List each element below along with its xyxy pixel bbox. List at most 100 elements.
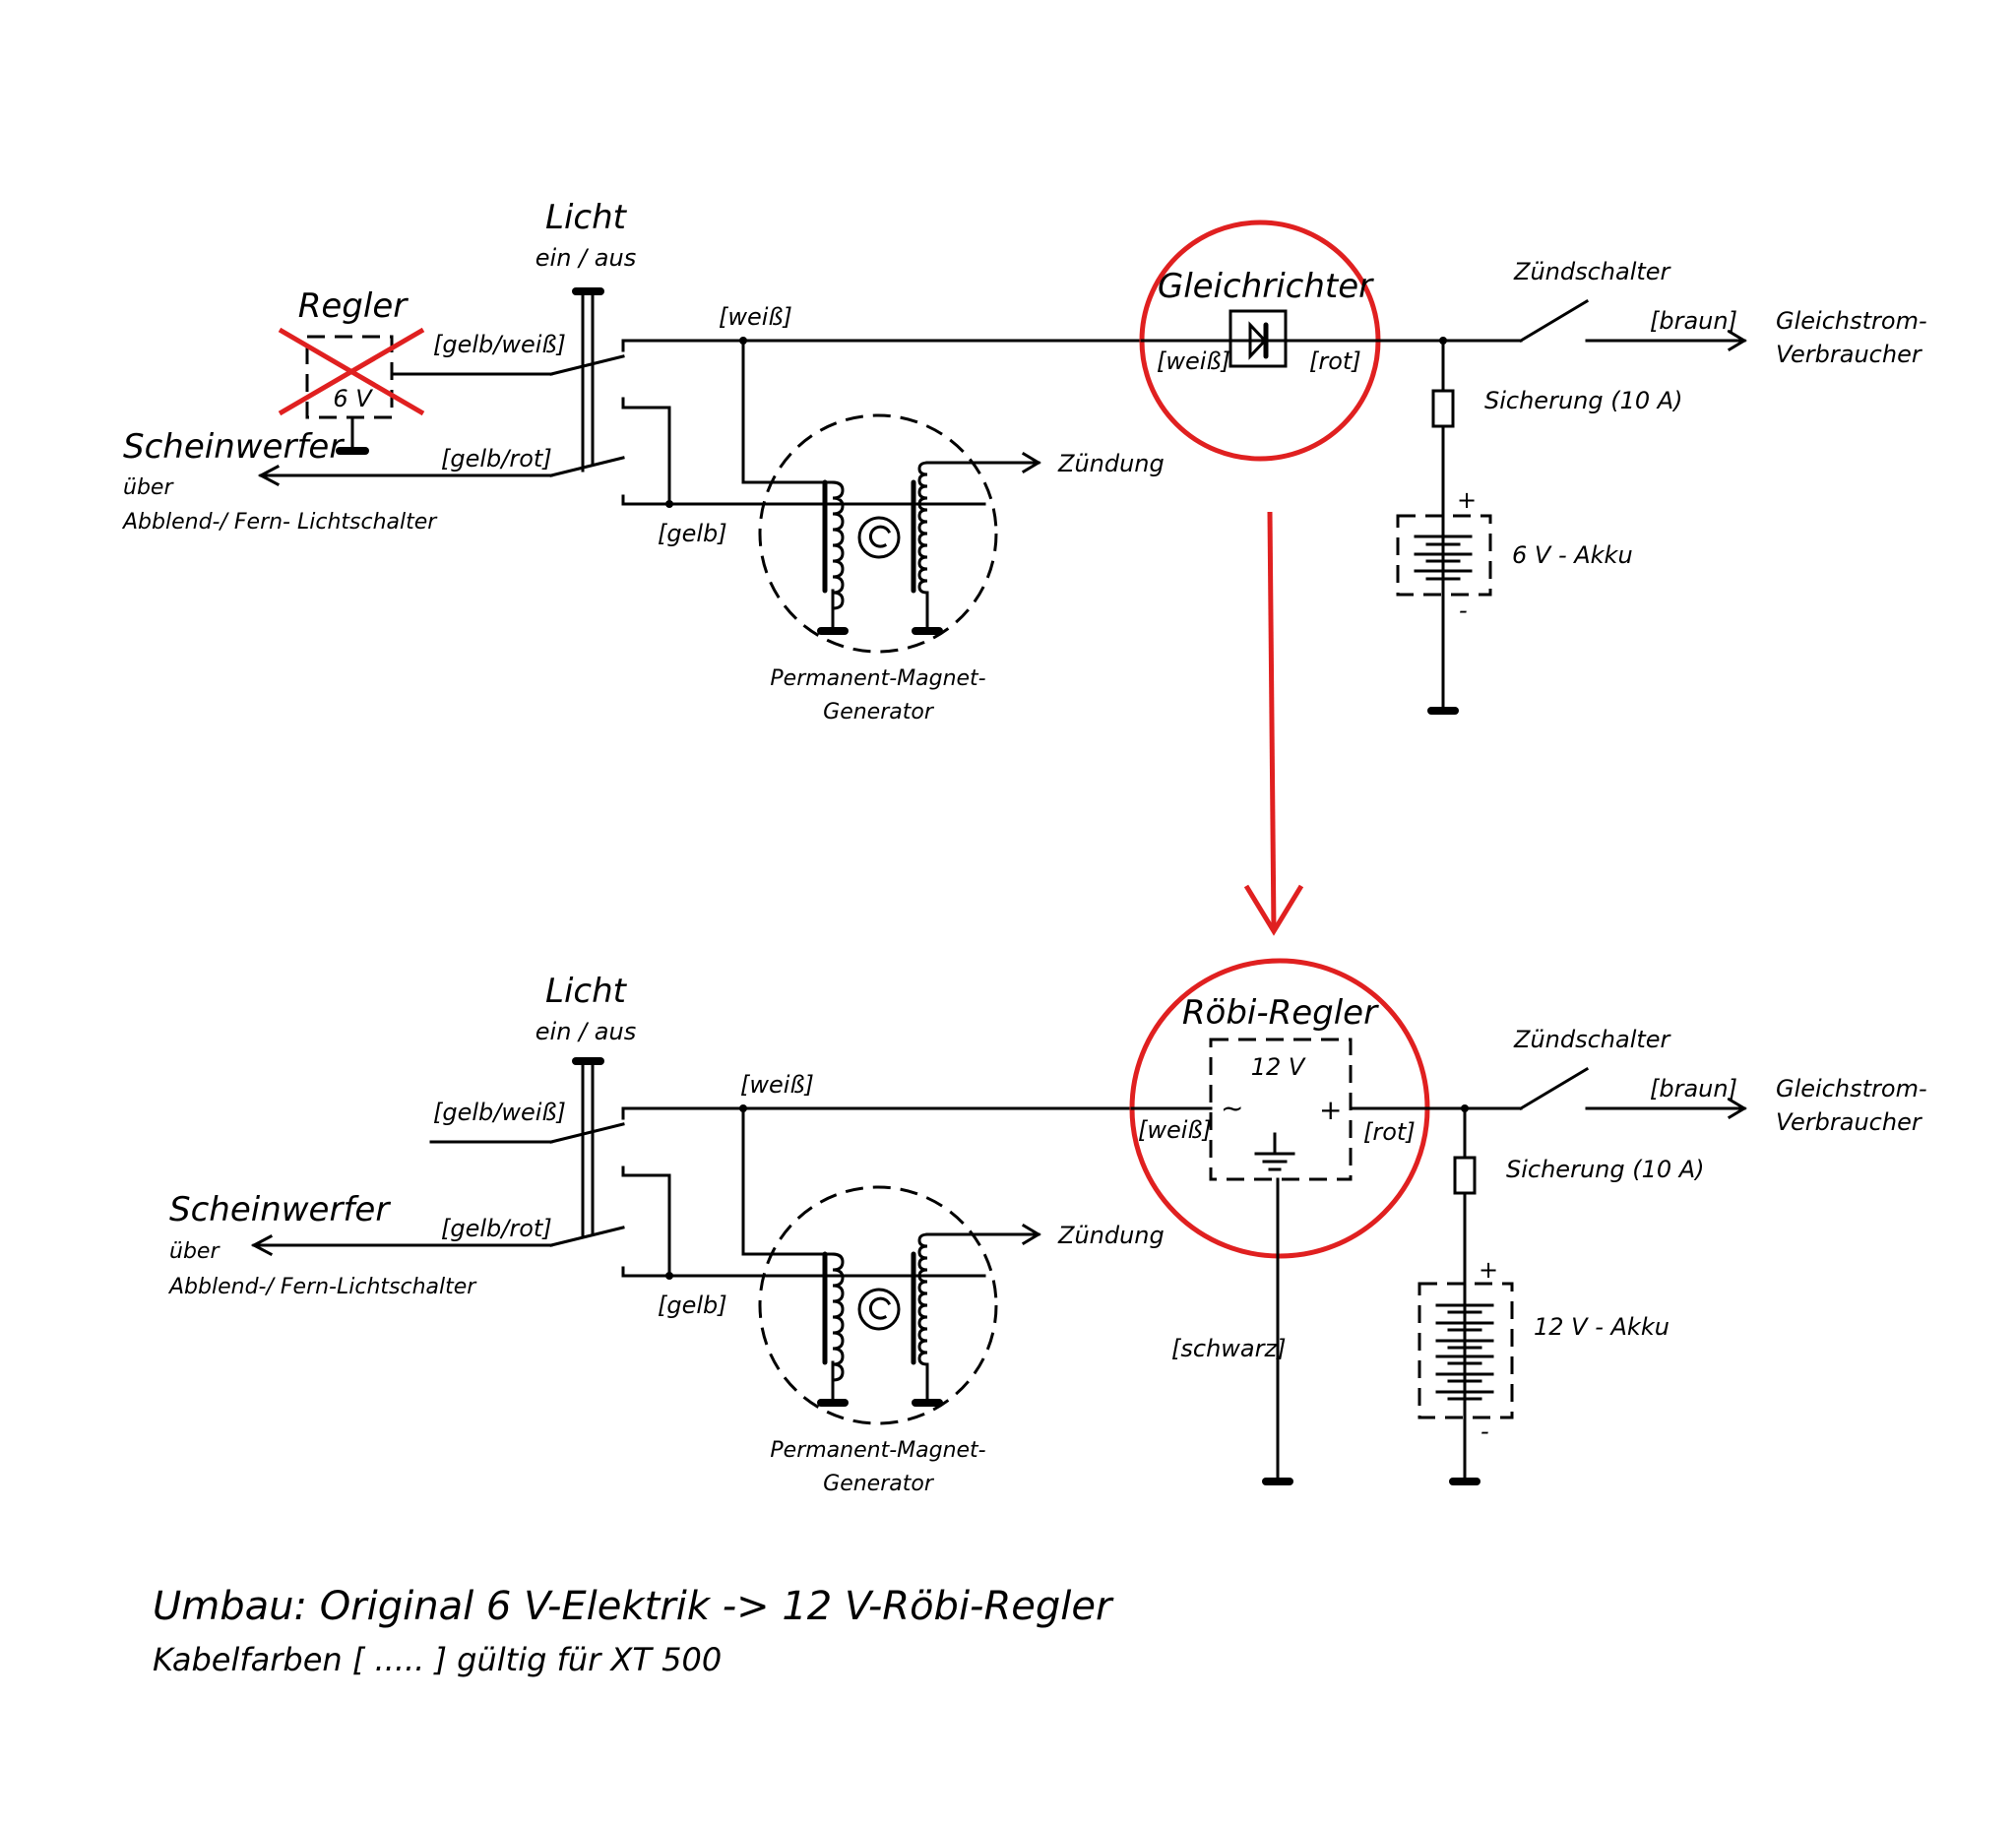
top-switch-blade-1 bbox=[549, 354, 625, 376]
top-generator-line1: Permanent-Magnet- bbox=[770, 666, 985, 691]
top-headlight: [gelb/rot] Scheinwerfer über Abblend-/ F… bbox=[121, 427, 553, 535]
cross-out-mark-b bbox=[278, 327, 425, 416]
bottom-battery-minus: - bbox=[1480, 1418, 1489, 1445]
bottom-light-switch-title: Licht bbox=[545, 972, 628, 1011]
rotation-arrow-icon bbox=[868, 1296, 892, 1320]
top-ignition-switch-blade bbox=[1518, 298, 1590, 344]
bottom-regulator-out-wire: [rot] bbox=[1363, 1118, 1416, 1146]
top-generator-housing bbox=[758, 413, 998, 654]
bottom-fuse-label: Sicherung (10 A) bbox=[1506, 1156, 1705, 1183]
top-light-switch: Licht ein / aus bbox=[536, 198, 1144, 506]
bottom-label-weiss: [weiß] bbox=[740, 1071, 814, 1099]
top-light-switch-title: Licht bbox=[545, 198, 628, 237]
top-rectifier-box bbox=[1228, 309, 1288, 368]
bottom-light-switch-subtitle: ein / aus bbox=[536, 1018, 636, 1045]
bottom-robi-regulator: Röbi-Regler 12 V ~ + [weiß] [rot] [schwa… bbox=[1129, 958, 1523, 1485]
bottom-label-braun: [braun] bbox=[1650, 1075, 1737, 1102]
top-regulator-box bbox=[305, 335, 394, 419]
bottom-schematic: Licht ein / aus [gelb/weiß] [gelb/rot] S… bbox=[167, 958, 1927, 1496]
caption-title: Umbau: Original 6 V-Elektrik -> 12 V-Röb… bbox=[153, 1584, 1114, 1629]
top-consumer-line1: Gleichstrom- bbox=[1776, 307, 1927, 335]
top-headlight-line3: Abblend-/ Fern- Lichtschalter bbox=[121, 510, 438, 535]
bottom-switch-blade-1 bbox=[549, 1122, 625, 1144]
coil-icon bbox=[917, 461, 929, 632]
bottom-battery-plus: + bbox=[1479, 1256, 1498, 1284]
top-generator-line2: Generator bbox=[823, 700, 935, 724]
coil-icon bbox=[831, 1252, 845, 1404]
bottom-generator-line1: Permanent-Magnet- bbox=[770, 1438, 985, 1463]
top-generator: Zündung Permanent-Magnet- Generator bbox=[758, 413, 1165, 724]
bottom-switch-blade-2 bbox=[549, 1226, 625, 1247]
top-battery-minus: - bbox=[1459, 597, 1468, 624]
conversion-arrow-shaft bbox=[1267, 511, 1277, 932]
rotor-icon bbox=[857, 1288, 901, 1331]
bottom-wire-weiss-to-generator bbox=[741, 1106, 835, 1256]
arrow-down-icon bbox=[1243, 884, 1304, 936]
top-headlight-line2: über bbox=[123, 475, 174, 500]
top-ignition-switch: Zündschalter [braun] Gleichstrom- Verbra… bbox=[1439, 258, 1927, 368]
bottom-battery-label: 12 V - Akku bbox=[1534, 1313, 1670, 1341]
bottom-junction-gelb bbox=[665, 1272, 673, 1280]
top-battery-plus: + bbox=[1457, 486, 1477, 514]
bottom-generator-line2: Generator bbox=[823, 1472, 935, 1496]
top-switch-blade-2 bbox=[549, 456, 625, 477]
top-regulator-6v: Regler 6 V [gelb/weiß] bbox=[278, 286, 566, 455]
top-label-braun: [braun] bbox=[1650, 307, 1737, 335]
top-ignition-switch-label: Zündschalter bbox=[1513, 258, 1672, 285]
top-rectifier-out-wire: [rot] bbox=[1309, 347, 1361, 375]
bottom-regulator-voltage: 12 V bbox=[1251, 1053, 1306, 1081]
bottom-ignition-label: Zündung bbox=[1057, 1222, 1165, 1249]
bottom-headlight-line2: über bbox=[169, 1239, 220, 1264]
bottom-consumer-line1: Gleichstrom- bbox=[1776, 1075, 1927, 1102]
bottom-consumer-line2: Verbraucher bbox=[1776, 1108, 1923, 1136]
bottom-regulator-title: Röbi-Regler bbox=[1182, 993, 1379, 1033]
top-label-gelb: [gelb] bbox=[658, 520, 727, 547]
arrow-right-icon bbox=[1021, 1223, 1041, 1246]
bottom-ignition-switch-blade bbox=[1518, 1066, 1590, 1111]
top-battery-label: 6 V - Akku bbox=[1512, 541, 1633, 569]
top-regulator-title: Regler bbox=[298, 286, 409, 326]
rotor-icon bbox=[857, 516, 901, 559]
bottom-regulator-ground-wire: [schwarz] bbox=[1171, 1335, 1286, 1362]
top-label-gelb-rot: [gelb/rot] bbox=[441, 445, 552, 472]
arrow-right-icon bbox=[1021, 451, 1041, 474]
conversion-arrow bbox=[1243, 511, 1304, 936]
coil-icon bbox=[831, 480, 845, 632]
top-junction-gelb bbox=[665, 500, 673, 508]
bottom-battery-branch: Sicherung (10 A) + - 12 V - Akku bbox=[1418, 1106, 1705, 1485]
caption-subtitle: Kabelfarben [ ..... ] gültig für XT 500 bbox=[153, 1641, 722, 1678]
top-switch-contact-2 bbox=[621, 397, 671, 506]
rotation-arrow-icon bbox=[868, 525, 892, 548]
top-light-switch-subtitle: ein / aus bbox=[536, 244, 636, 272]
top-schematic: Licht ein / aus Regler 6 V [gelb/weiß] bbox=[121, 198, 1927, 724]
bottom-light-switch: Licht ein / aus [gelb/weiß] bbox=[429, 972, 1134, 1278]
arrow-left-icon bbox=[250, 1233, 274, 1257]
arrow-right-icon bbox=[1727, 1097, 1747, 1120]
fuse-icon bbox=[1453, 1156, 1477, 1195]
top-label-gelb-weiss: [gelb/weiß] bbox=[433, 331, 566, 358]
caption: Umbau: Original 6 V-Elektrik -> 12 V-Röb… bbox=[153, 1584, 1114, 1678]
top-rectifier: Gleichrichter [weiß] [rot] bbox=[1139, 220, 1523, 462]
bottom-headlight-line3: Abblend-/ Fern-Lichtschalter bbox=[167, 1275, 477, 1299]
bottom-headlight-title: Scheinwerfer bbox=[169, 1190, 391, 1229]
bottom-switch-contact-3 bbox=[621, 1266, 986, 1278]
bottom-label-gelb: [gelb] bbox=[658, 1292, 727, 1319]
bottom-generator-housing bbox=[758, 1185, 998, 1425]
top-battery-branch: Sicherung (10 A) + - 6 V - Akku bbox=[1396, 339, 1683, 715]
bottom-regulator-in-wire: [weiß] bbox=[1138, 1116, 1212, 1144]
top-consumer-line2: Verbraucher bbox=[1776, 341, 1923, 368]
bottom-switch-contact-1 bbox=[621, 1106, 1134, 1120]
top-label-weiss: [weiß] bbox=[719, 303, 792, 331]
arrow-right-icon bbox=[1727, 329, 1747, 352]
bottom-headlight: [gelb/rot] Scheinwerfer über Abblend-/ F… bbox=[167, 1190, 553, 1299]
ac-symbol-icon: ~ bbox=[1221, 1092, 1243, 1124]
top-fuse-label: Sicherung (10 A) bbox=[1484, 387, 1683, 414]
bottom-ignition-switch: Zündschalter [braun] Gleichstrom- Verbra… bbox=[1461, 1026, 1927, 1136]
top-regulator-voltage: 6 V bbox=[333, 385, 373, 412]
fuse-icon bbox=[1431, 389, 1455, 428]
bottom-label-gelb-weiss: [gelb/weiß] bbox=[433, 1099, 566, 1126]
bottom-ignition-switch-label: Zündschalter bbox=[1513, 1026, 1672, 1053]
top-headlight-title: Scheinwerfer bbox=[123, 427, 345, 467]
bottom-generator: Zündung Permanent-Magnet- Generator bbox=[758, 1185, 1165, 1496]
